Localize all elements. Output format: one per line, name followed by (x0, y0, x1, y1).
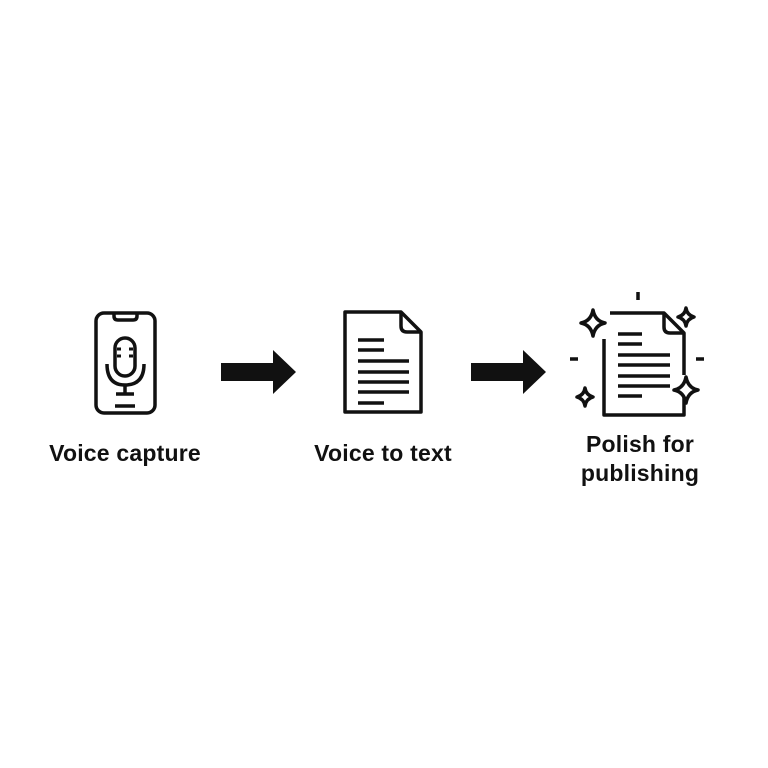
sparkle-icon (676, 306, 696, 328)
step-label-voice-capture: Voice capture (49, 440, 201, 466)
arrow-right-icon (471, 350, 546, 394)
step-label-line-2: publishing (580, 460, 700, 486)
sparkling-document-icon (570, 292, 704, 417)
arrow-right-icon (221, 350, 296, 394)
step-label-voice-to-text: Voice to text (314, 440, 452, 466)
sparkle-icon (575, 386, 595, 408)
step-label-line-1: Polish for (585, 431, 695, 457)
step-label-polish-for-publishing: Polish for publishing (540, 430, 740, 488)
sparkle-icon (579, 308, 607, 338)
document-icon (343, 310, 423, 414)
smartphone-microphone-icon (94, 311, 157, 415)
sparkle-icon (672, 375, 700, 405)
